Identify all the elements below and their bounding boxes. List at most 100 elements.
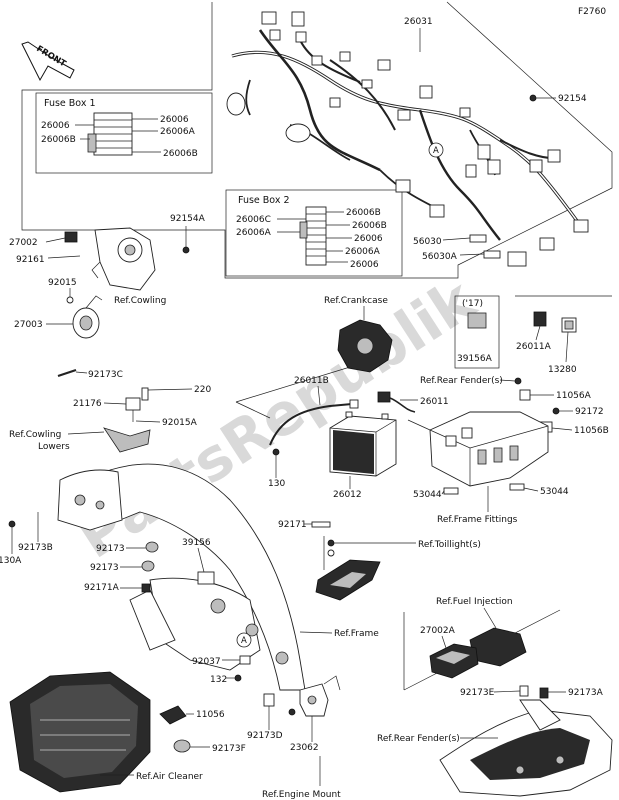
taillight-unit	[315, 559, 381, 601]
part-11056B: 11056B	[574, 426, 609, 436]
bolt-92154	[529, 94, 537, 102]
part-23062: 23062	[290, 743, 319, 753]
fuse-box-2-label-7: 26006	[350, 260, 379, 270]
part-92173A: 92173A	[568, 688, 604, 698]
part-130: 130	[268, 479, 285, 489]
leader-ref-frame	[299, 631, 333, 634]
part-26011A: 26011A	[516, 342, 552, 352]
part-92173E: 92173E	[460, 688, 495, 698]
leader-27002	[45, 237, 66, 243]
part-26012: 26012	[333, 490, 362, 500]
leader-11056b	[551, 427, 573, 431]
ref-frame-fittings: Ref.Frame Fittings	[437, 515, 518, 525]
part-92015A: 92015A	[162, 418, 198, 428]
horn-27003	[72, 295, 103, 339]
bolt-rear-fender-top	[514, 377, 522, 385]
rear-fender-bottom	[439, 699, 613, 797]
bracket-11056a	[519, 389, 531, 401]
watermark-text: PartsRepublik	[66, 265, 488, 572]
part-92171A: 92171A	[84, 583, 120, 593]
callout-a-circle-top	[428, 142, 444, 158]
bulb-socket-21176	[125, 387, 149, 422]
electrical-tray	[429, 411, 549, 487]
leader-56030a	[459, 253, 485, 256]
part-220: 220	[194, 385, 211, 395]
part-92173F: 92173F	[212, 744, 246, 754]
ref-cowling-lowers-1: Ref.Cowling	[9, 430, 61, 440]
part-92173D: 92173D	[247, 731, 283, 741]
part-53044-right: 53044	[540, 487, 569, 497]
part-39156A: 39156A	[457, 354, 493, 364]
part-92173-upper: 92173	[96, 544, 125, 554]
part-92173C: 92173C	[88, 370, 123, 380]
fuse-box-2-label-1: 26006C	[236, 215, 271, 225]
fuse-box-2-label-2: 26006A	[236, 228, 272, 238]
leader-92161	[47, 255, 81, 259]
part-92154A: 92154A	[170, 214, 206, 224]
part-92172: 92172	[575, 407, 604, 417]
bolt-132	[234, 674, 242, 682]
ref-cowling-lowers-2: Lowers	[38, 442, 70, 452]
part-26011B: 26011B	[294, 376, 329, 386]
washer-92015	[66, 296, 74, 304]
part-53044-left: 53044	[413, 490, 442, 500]
ref-taillight: Ref.Toillight(s)	[418, 540, 481, 550]
fuse-box-2-label-5: 26006	[354, 234, 383, 244]
crankcase-component	[337, 319, 393, 373]
leader-13280	[565, 331, 569, 363]
fuse-box-1-title: Fuse Box 1	[44, 98, 96, 109]
ref-rear-fender-bottom: Ref.Rear Fender(s)	[377, 734, 460, 744]
part-92161: 92161	[16, 255, 45, 265]
ref-rear-fender-top: Ref.Rear Fender(s)	[420, 376, 503, 386]
label-39156a-icon	[467, 312, 487, 329]
part-56030: 56030	[413, 237, 442, 247]
bolt-engine-mount	[288, 708, 296, 716]
clamp-92037	[239, 655, 251, 665]
ref-fuel-injection: Ref.Fuel Injection	[436, 597, 513, 607]
leader-27002a	[441, 635, 447, 649]
part-21176: 21176	[73, 399, 102, 409]
frame-line-battery-left	[235, 401, 271, 419]
fuse-box-1-label-2: 26006B	[41, 135, 76, 145]
label-tag-56030a	[483, 250, 501, 259]
part-27002-icon	[64, 231, 78, 243]
battery-cable-26011b	[269, 403, 353, 446]
fuse-box-1-label-5: 26006B	[163, 149, 198, 159]
fuse-box-2-frame	[225, 189, 403, 277]
fuse-box-1-label-1: 26006	[41, 121, 70, 131]
nut-taillight	[327, 539, 335, 547]
main-wiring-harness	[231, 29, 582, 241]
ref-air-cleaner: Ref.Air Cleaner	[136, 772, 203, 782]
part-27002A: 27002A	[420, 626, 456, 636]
washer-taillight	[327, 549, 335, 557]
ref-frame: Ref.Frame	[334, 629, 379, 639]
ref-crankcase: Ref.Crankcase	[324, 296, 388, 306]
part-92173B: 92173B	[18, 543, 53, 553]
fuse-box-2-block	[299, 206, 327, 266]
harness-frame-outline	[21, 1, 613, 279]
part-26031: 26031	[404, 17, 433, 27]
leader-92015a	[135, 420, 161, 423]
leader-26011a	[535, 325, 541, 341]
fuse-box-1-frame	[35, 92, 213, 174]
ref-engine-mount: Ref.Engine Mount	[262, 790, 341, 800]
frame-line-tray	[407, 419, 431, 431]
part-92015: 92015	[48, 278, 77, 288]
leader-220	[147, 388, 193, 391]
leader-53044-right	[523, 487, 539, 492]
fuse-box-1-label-4: 26006A	[160, 127, 196, 137]
year-note: ('17)	[462, 299, 483, 309]
part-92171: 92171	[278, 520, 307, 530]
part-11056A: 11056A	[556, 391, 592, 401]
leader-92173c	[75, 371, 88, 374]
bolt-130a	[8, 520, 16, 528]
bracket-11056	[159, 705, 187, 725]
fuse-box-2-label-3: 26006B	[346, 208, 381, 218]
strap-92171	[311, 521, 331, 528]
clamp-92173e	[519, 685, 529, 697]
battery-26012	[329, 411, 397, 477]
part-13280: 13280	[548, 365, 577, 375]
strap-92173c-icon	[57, 368, 77, 378]
clamp-92173-lower	[141, 560, 155, 572]
